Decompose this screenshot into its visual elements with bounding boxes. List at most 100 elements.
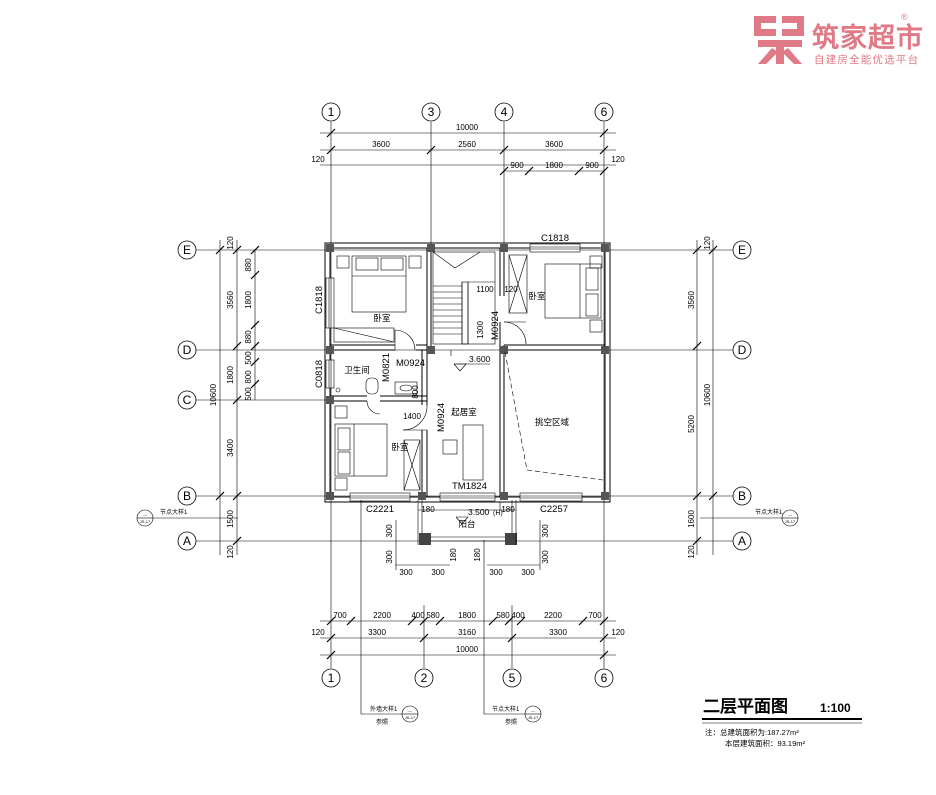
dim-bot-9: 700 [588,611,602,620]
dim-right-b: 5200 [687,415,696,433]
dim-b300-8: 300 [541,550,550,564]
dim-1300: 1300 [476,321,485,339]
axis-label-D: D [183,343,192,357]
axis-label-A-right: A [738,534,746,548]
structural-columns [326,244,609,545]
staircase [432,251,496,356]
dim-left-s5: 800 [244,370,253,384]
exterior-walls [324,242,611,503]
sec-b1-ref-text: 参照 [376,718,388,726]
sec-left-ref: — [143,512,147,517]
dim-top-edge-right: 120 [611,155,625,164]
axis-grid-lines [196,122,742,668]
note-line-1: 注：总建筑面积为:187.27m² [705,727,799,737]
left-dimension-texts: 10600 3560 1800 3400 1500 120 120 880 18… [209,236,253,559]
windows [325,243,583,502]
dim-left-d: 1500 [226,510,235,528]
axis-label-E: E [183,243,191,257]
code-m0924-b: M0924 [436,403,447,432]
dim-bot-5: 1800 [458,611,476,620]
balcony-dim-lines [395,520,541,570]
room-bedroom-2: 卧室 [528,291,546,301]
dim-b300-6: 300 [521,568,535,577]
dim-left-b: 1800 [226,366,235,384]
bottom-dimension-texts: 700 2200 400 580 1800 580 400 2200 700 3… [311,611,625,654]
dim-120: 120 [504,285,518,294]
dim-b300-1: 300 [385,524,394,538]
room-void: 挑空区域 [535,417,570,427]
opening-codes: C1818 C1818 C0818 M0924 M0821 M0924 M092… [314,233,569,515]
dim-left-s1: 880 [244,258,253,272]
dim-1100: 1100 [476,285,494,294]
dim-bot-b: 3160 [458,628,476,637]
right-dimension-lines [692,240,718,555]
sec-b1-label: 外墙大样1 [370,705,398,713]
axis-label-1: 1 [328,105,335,119]
code-m0924-a: M0924 [396,358,425,369]
dim-bot-2: 2200 [373,611,391,620]
dim-b300-4: 300 [431,568,445,577]
code-tm1824: TM1824 [452,481,487,492]
axis-label-6-bottom: 6 [601,671,608,685]
dim-left-edge-top: 120 [226,236,235,250]
dim-top-d2: 1800 [545,161,563,170]
room-bedroom-1: 卧室 [373,313,391,323]
dim-bot-7: 400 [511,611,525,620]
axis-label-5: 5 [509,671,516,685]
dim-top-c: 3600 [545,140,563,149]
top-dimension-lines [320,128,616,176]
dim-right-total: 10600 [703,383,712,406]
brand-logo-registered-mark: ® [901,12,908,22]
sec-b2-label: 节点大样1 [492,705,520,713]
axis-label-3: 3 [428,105,435,119]
sec-b2-ref: — [531,708,535,713]
brand-logo-title: 筑家超市 [812,23,924,54]
dim-bot-8: 2200 [544,611,562,620]
axis-label-B-right: B [738,489,746,503]
code-c1818-left: C1818 [314,286,325,314]
dim-bot-4: 580 [426,611,440,620]
axis-label-C: C [183,393,192,407]
note-line-2: 本层建筑面积：93.19m² [725,738,806,748]
code-c1818-top: C1818 [541,233,569,244]
dim-b300-5: 300 [489,568,503,577]
sec-right-label: 节点大样1 [755,508,783,516]
code-m0821: M0821 [381,353,392,382]
dim-left-s6: 500 [244,387,253,401]
code-c2257: C2257 [540,504,568,515]
room-labels: 卧室 卧室 卧室 卫生间 起居室 挑空区域 阳台 [344,291,569,529]
dim-left-s2: 1800 [244,291,253,309]
dim-b180-2: 180 [473,548,482,562]
dim-bot-edge-right: 120 [611,628,625,637]
dim-left-a: 3560 [226,291,235,309]
brand-logo-subtitle: 自建房全能优选平台 [814,54,920,66]
axis-label-E-right: E [738,243,746,257]
title-block: 二层平面图 1:100 注：总建筑面积为:187.27m² 本层建筑面积：93.… [702,697,862,748]
drawing-title: 二层平面图 [703,697,788,716]
dim-right-c: 1600 [687,510,696,528]
axis-label-1-bottom: 1 [328,671,335,685]
dim-b180-4: 180 [501,505,515,514]
dim-top-d1: 900 [510,161,524,170]
furniture [333,254,603,491]
dim-right-a: 3560 [687,291,696,309]
section-markers [136,500,799,723]
room-bedroom-3: 卧室 [391,442,409,452]
sec-b2-sheet: JS-17 [528,715,539,720]
top-dimension-texts: 10000 3600 2560 3600 900 1800 900 120 12… [311,123,625,170]
sec-right-ref: — [788,512,792,517]
section-marker-refs: — JS-17 — JS-17 — JS-17 — JS-17 [140,512,796,720]
code-c2221: C2221 [366,504,394,515]
door-swings [366,321,527,431]
dim-b180-3: 180 [421,505,435,514]
dim-right-edge-top: 120 [703,236,712,250]
elev-3600: 3.600 [469,354,491,364]
sec-left-label: 节点大样1 [160,508,188,516]
left-dimension-lines [215,240,260,555]
dim-bot-total: 10000 [456,645,479,654]
axis-label-D-right: D [738,343,747,357]
dim-b180-1: 180 [449,548,458,562]
axis-label-4: 4 [501,105,508,119]
dim-800: 800 [411,385,420,399]
